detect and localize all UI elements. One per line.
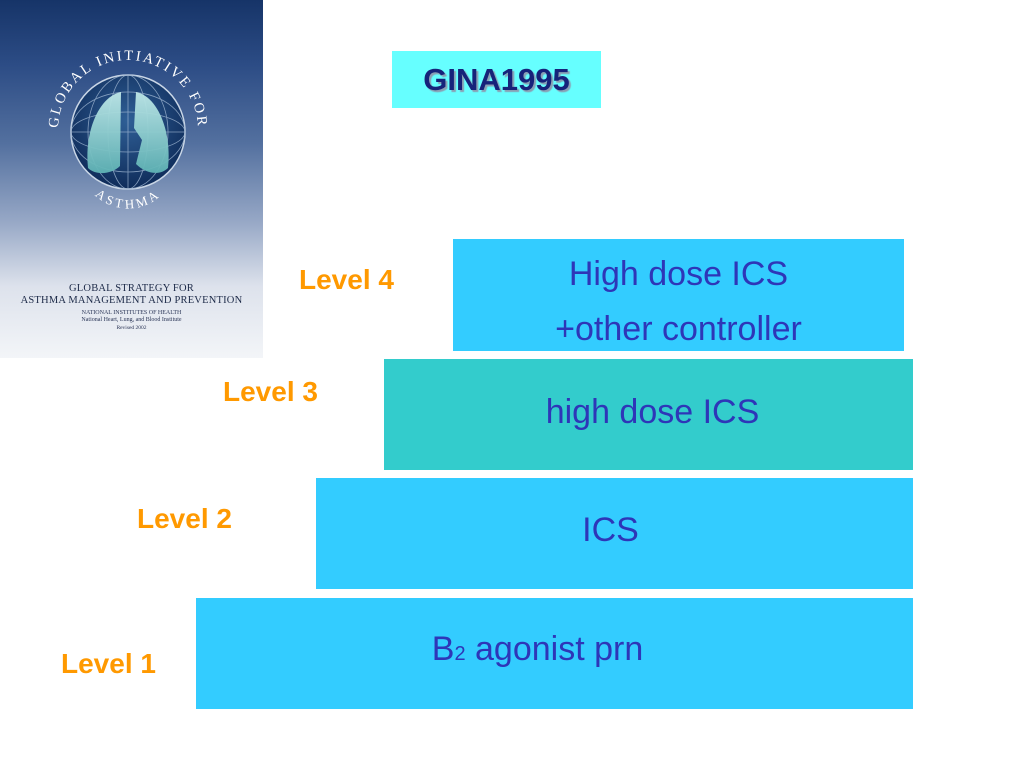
cover-strategy-title: GLOBAL STRATEGY FOR ASTHMA MANAGEMENT AN… xyxy=(0,283,263,307)
level-4-label: Level 4 xyxy=(299,264,394,295)
step-level-3-text: high dose ICS xyxy=(545,393,760,431)
cover-nih-line2: National Heart, Lung, and Blood Institut… xyxy=(81,317,182,323)
slide-title: GINA1995 xyxy=(423,61,570,97)
level-3-label: Level 3 xyxy=(223,376,318,407)
cover-revised-date: Revised 2002 xyxy=(116,325,147,331)
cover-nih-line1: NATIONAL INSTITUTES OF HEALTH xyxy=(81,310,182,316)
step-level-1-text: B2 agonist prn xyxy=(432,630,643,669)
level-2-label: Level 2 xyxy=(137,503,232,534)
gina-logo-emblem: GLOBAL INITIATIVE FOR ASTHMA xyxy=(46,48,208,212)
right-lung-icon xyxy=(134,92,169,173)
cover-strategy-line2: ASTHMA MANAGEMENT AND PREVENTION xyxy=(20,295,243,306)
step-level-1-suffix: agonist prn xyxy=(465,630,644,668)
cover-strategy-line1: GLOBAL STRATEGY FOR xyxy=(69,283,194,294)
step-level-3: high dose ICS xyxy=(384,359,913,470)
step-level-2-text: ICS xyxy=(582,511,639,549)
step-level-4-line1: High dose ICS xyxy=(568,255,789,293)
step-level-4-line2: +other controller xyxy=(555,310,802,348)
cover-nih-block: NATIONAL INSTITUTES OF HEALTH National H… xyxy=(0,310,263,324)
step-level-1-prefix: B xyxy=(431,630,455,668)
step-level-2: ICS xyxy=(316,478,913,589)
level-1-label: Level 1 xyxy=(61,648,156,679)
step-level-4: High dose ICS +other controller xyxy=(453,239,904,351)
step-level-1-subscript: 2 xyxy=(454,643,466,665)
slide-title-badge: GINA1995 xyxy=(392,51,601,108)
left-lung-icon xyxy=(87,92,121,174)
gina-report-cover: GLOBAL INITIATIVE FOR ASTHMA GLOBAL STRA… xyxy=(0,0,263,358)
step-level-1: B2 agonist prn xyxy=(196,598,913,709)
